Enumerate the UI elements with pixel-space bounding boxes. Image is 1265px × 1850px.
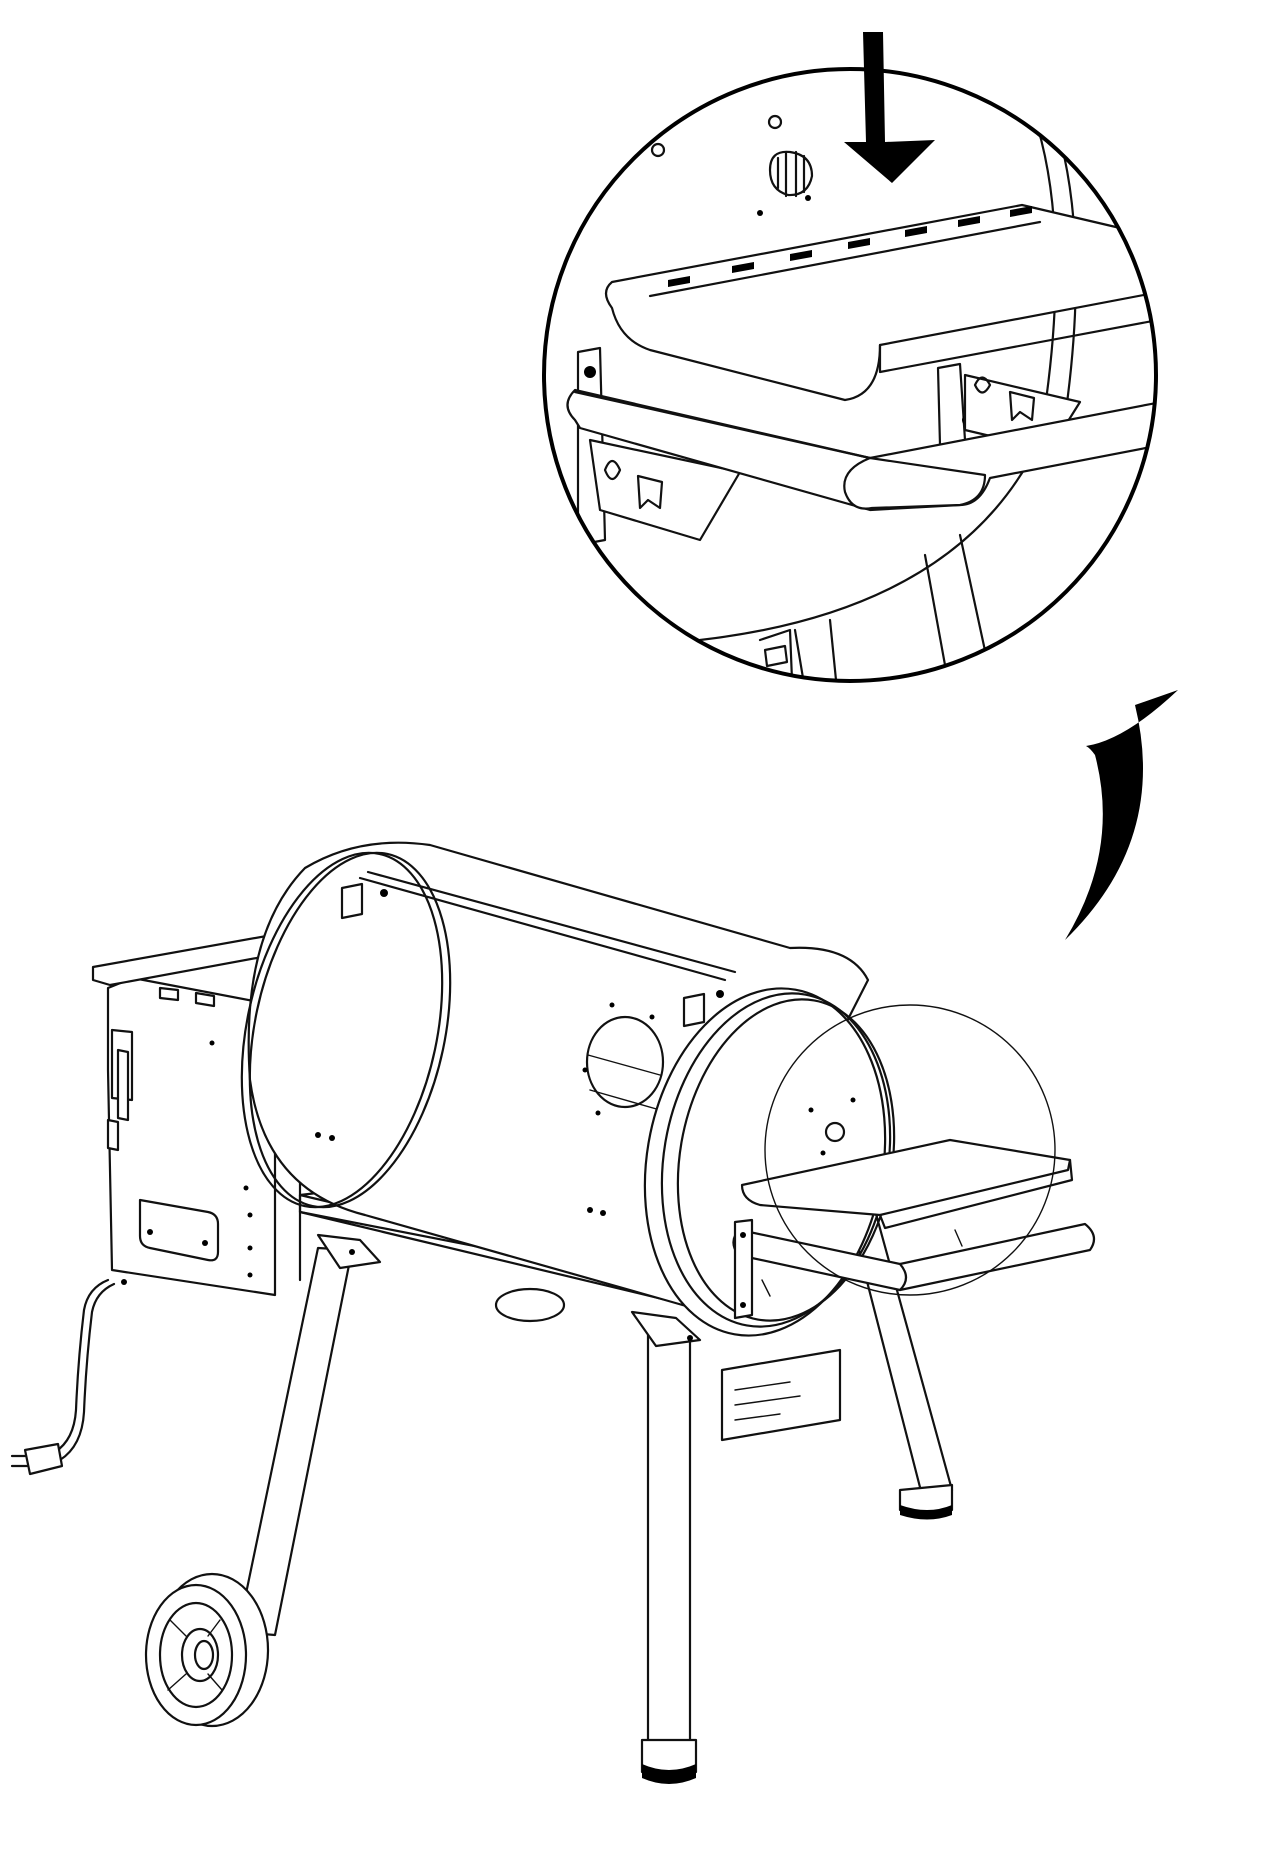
insert-direction-arrow bbox=[844, 32, 935, 183]
power-cord bbox=[10, 1278, 116, 1476]
side-shelf-small bbox=[732, 1138, 1096, 1320]
detail-circle-small bbox=[764, 1004, 1056, 1296]
pellet-hopper bbox=[91, 928, 302, 1297]
firepot-box bbox=[720, 1348, 842, 1442]
callout bbox=[542, 67, 1158, 683]
zoom-arrow bbox=[1065, 690, 1178, 940]
callout-detail bbox=[566, 69, 1156, 681]
front-wheel bbox=[144, 1572, 270, 1728]
front-legs bbox=[236, 1233, 702, 1784]
grill bbox=[10, 841, 1096, 1784]
